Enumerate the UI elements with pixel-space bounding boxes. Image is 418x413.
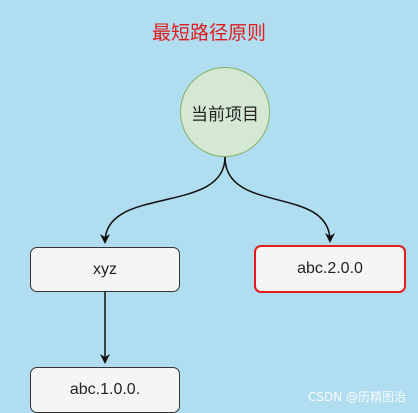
- watermark: CSDN @历精图治: [307, 390, 406, 404]
- edge-root-to-xyz: [100, 156, 226, 244]
- diagram-title: 最短路径原则: [151, 22, 266, 44]
- node-current-project: 当前项目: [180, 67, 270, 157]
- edge-root-to-abc2: [224, 156, 335, 243]
- node-abc-1-0-0: abc.1.0.0.: [30, 367, 180, 413]
- node-abc-2-0-0: abc.2.0.0: [254, 245, 406, 293]
- node-xyz: xyz: [30, 247, 180, 292]
